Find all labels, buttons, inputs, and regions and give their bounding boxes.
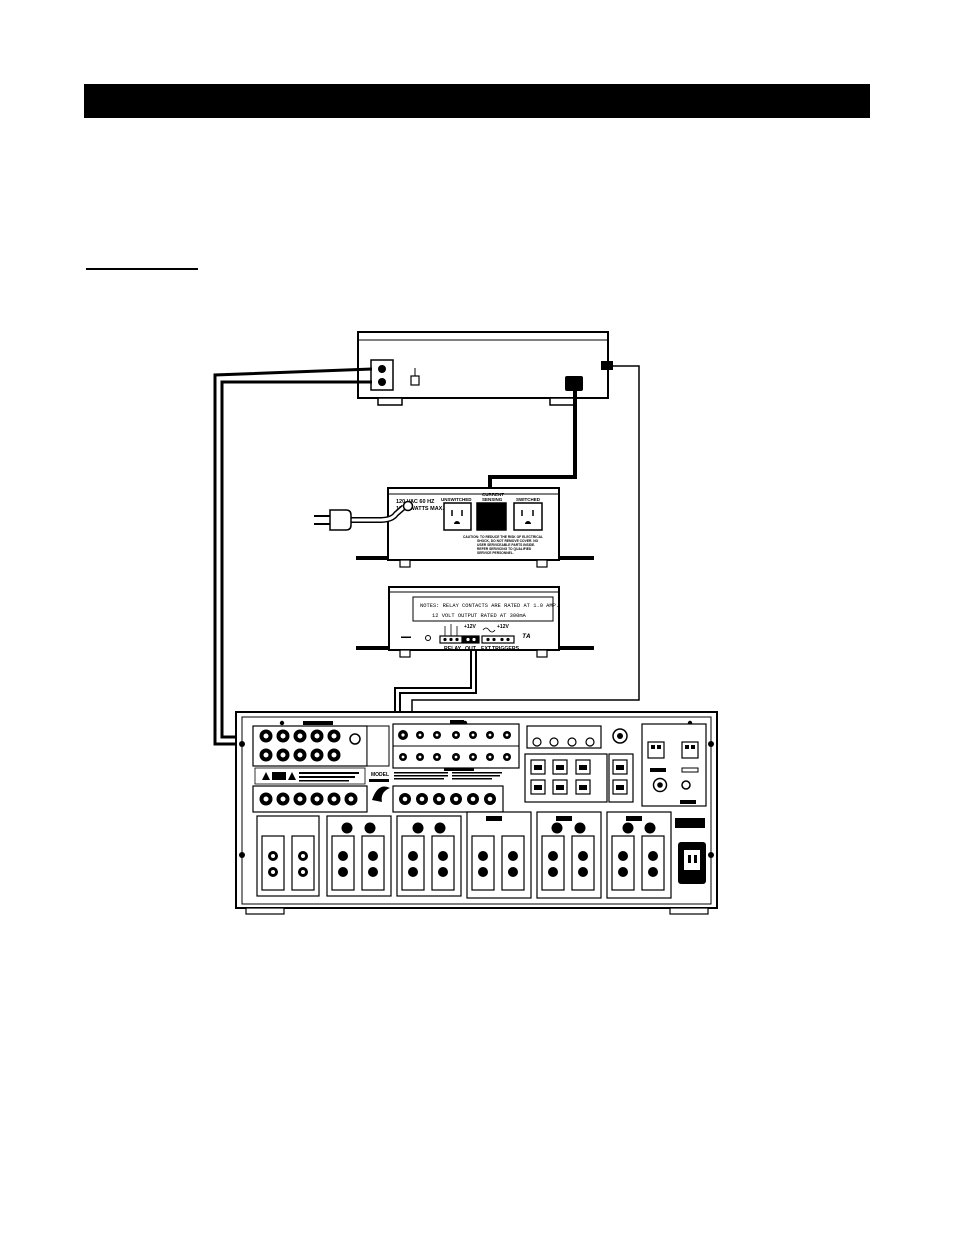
switched-label: SWITCHED xyxy=(516,497,541,502)
rating-text-2: 1800 WATTS MAX. xyxy=(396,506,444,512)
rca-output-jacks xyxy=(370,359,394,391)
audio-cable xyxy=(213,367,373,746)
source-device xyxy=(357,331,609,406)
subsection-underline xyxy=(86,268,198,270)
current-sensing-label-1: CURRENT xyxy=(482,492,504,497)
audio-input-jacks xyxy=(252,721,381,767)
power-cable xyxy=(488,391,577,503)
power-switch-icon xyxy=(410,375,420,386)
triggers-label: TRIGGERS xyxy=(492,646,520,652)
preamp-output-jacks xyxy=(252,785,368,813)
rs232-power-block xyxy=(641,723,707,807)
brand-logo: ▬▬ xyxy=(401,634,411,640)
power-cord-plug xyxy=(565,376,583,391)
notes-panel xyxy=(412,596,554,622)
ir-cable xyxy=(411,365,640,730)
warning-label xyxy=(254,767,366,785)
zone-6-output xyxy=(606,811,672,899)
relay-note-2: 12 VOLT OUTPUT RATED AT 300mA xyxy=(432,613,527,619)
current-sensing-label-2: SENSING xyxy=(482,497,503,502)
zone-4-output xyxy=(466,811,532,899)
relay-label: RELAY xyxy=(444,646,462,652)
trigger-relay-box: NOTES: RELAY CONTACTS ARE RATED AT 1.0 A… xyxy=(356,586,594,658)
rating-text-1: 120 VAC 60 HZ xyxy=(396,499,435,505)
model-label: MODEL xyxy=(371,772,389,778)
plus12v-label-a: +12V xyxy=(464,624,476,630)
out-label: OUT xyxy=(465,646,477,652)
ext-label: EXT xyxy=(481,646,492,652)
svg-text:SERVICE PERSONNEL.: SERVICE PERSONNEL. xyxy=(477,551,514,555)
zone-5-output xyxy=(536,811,602,899)
unswitched-label: UNSWITCHED xyxy=(441,497,472,502)
out-terminal xyxy=(462,635,480,644)
zone-1-output xyxy=(256,815,320,897)
ac-power-inlet xyxy=(675,818,706,884)
section-header-bar xyxy=(84,84,870,118)
svg-text:SHOCK, DO NOT REMOVE COVER. NO: SHOCK, DO NOT REMOVE COVER. NO xyxy=(477,539,539,543)
trigger-brand-mark: ᵀᴬ xyxy=(522,632,531,642)
control-jacks xyxy=(392,720,520,771)
svg-text:USER SERVICEABLE PARTS INSIDE.: USER SERVICEABLE PARTS INSIDE. xyxy=(477,543,535,547)
zone-output-jacks xyxy=(392,785,504,813)
ac-plug-icon xyxy=(314,509,352,531)
svg-text:REFER SERVICING TO QUALIFIED: REFER SERVICING TO QUALIFIED xyxy=(477,547,532,551)
current-sensing-outlet xyxy=(476,502,507,531)
ext-trigger-terminals xyxy=(481,635,515,644)
relay-note-1: NOTES: RELAY CONTACTS ARE RATED AT 1.0 A… xyxy=(420,603,559,609)
relay-terminals xyxy=(439,624,463,644)
zone-2-output xyxy=(326,815,392,897)
keypad-jacks xyxy=(524,725,634,803)
switched-outlet xyxy=(513,502,543,531)
speaker-output-zones xyxy=(256,811,672,899)
plus12v-label-b: +12V xyxy=(497,624,509,630)
caution-text: CAUTION: TO REDUCE THE RISK OF ELECTRICA… xyxy=(463,535,543,555)
ir-connector xyxy=(601,361,613,370)
unswitched-outlet xyxy=(443,502,472,531)
svg-text:CAUTION: TO REDUCE THE RISK OF: CAUTION: TO REDUCE THE RISK OF ELECTRICA… xyxy=(463,535,543,539)
power-conditioner: 120 VAC 60 HZ 1800 WATTS MAX. UNSWITCHED… xyxy=(314,487,594,568)
amplifier-rear-panel: MODEL xyxy=(235,711,718,915)
info-text-block xyxy=(394,772,502,780)
zone-3-output xyxy=(396,815,462,897)
brand-logo-icon xyxy=(372,786,390,802)
